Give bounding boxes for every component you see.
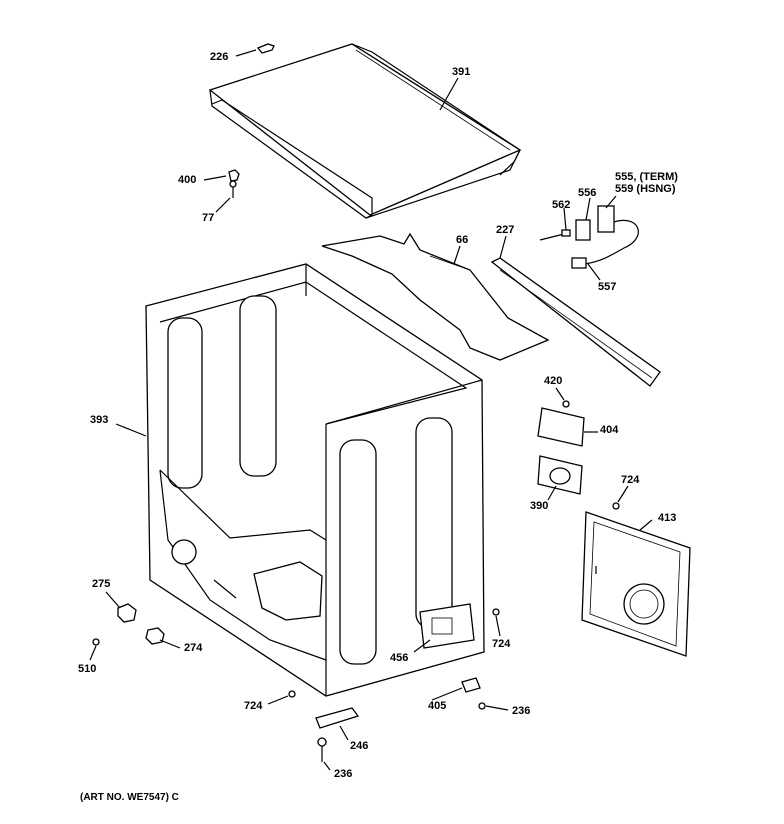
part-274-fitting <box>145 627 165 645</box>
part-562-terminal <box>539 229 571 241</box>
part-557-strain-relief <box>571 257 587 269</box>
part-420-screw <box>562 400 570 408</box>
part-275-fitting <box>117 603 137 623</box>
label-236-b: 236 <box>334 768 353 780</box>
label-227: 227 <box>496 224 515 236</box>
part-246-lever <box>315 707 360 729</box>
label-393: 393 <box>90 414 109 426</box>
part-66-bracket <box>321 232 550 361</box>
label-66: 66 <box>456 234 469 246</box>
label-562: 562 <box>552 199 571 211</box>
part-391-top-panel <box>208 43 522 219</box>
label-226: 226 <box>210 51 229 63</box>
part-236-screw-b <box>317 737 327 762</box>
part-555-559-terminal-housing <box>583 205 639 265</box>
part-413-front-panel <box>581 511 691 657</box>
label-456: 456 <box>390 652 409 664</box>
art-number: (ART NO. WE7547) C <box>80 792 179 803</box>
label-724-a: 724 <box>621 474 640 486</box>
label-559-hsng: 559 (HSNG) <box>615 183 676 195</box>
part-510-screw <box>92 638 100 646</box>
part-77-screw <box>229 180 237 198</box>
part-390-gasket <box>537 455 583 495</box>
label-510: 510 <box>78 663 97 675</box>
label-555-term: 555, (TERM) <box>615 171 678 183</box>
label-77: 77 <box>202 212 215 224</box>
label-246: 246 <box>350 740 369 752</box>
label-274: 274 <box>184 642 203 654</box>
label-420: 420 <box>544 375 563 387</box>
label-400: 400 <box>178 174 197 186</box>
part-456-bracket <box>419 603 475 649</box>
label-275: 275 <box>92 578 111 590</box>
part-405-bracket <box>461 677 481 693</box>
leader-lines <box>89 49 653 771</box>
part-393-cabinet <box>145 263 485 697</box>
label-236-a: 236 <box>512 705 531 717</box>
label-557: 557 <box>598 281 617 293</box>
label-413: 413 <box>658 512 677 524</box>
part-226-clip <box>256 43 275 54</box>
part-404-cover <box>537 407 585 447</box>
label-724-c: 724 <box>244 700 263 712</box>
part-227-rail <box>490 257 661 387</box>
label-556: 556 <box>578 187 597 199</box>
label-405: 405 <box>428 700 447 712</box>
label-390: 390 <box>530 500 549 512</box>
part-400-clip <box>228 169 240 182</box>
label-404: 404 <box>600 424 619 436</box>
part-724-screw-b <box>492 608 500 616</box>
label-391: 391 <box>452 66 471 78</box>
part-724-screw-a <box>612 502 620 510</box>
label-724-b: 724 <box>492 638 511 650</box>
part-556-block <box>575 219 591 241</box>
part-724-screw-c <box>288 690 296 698</box>
part-236-screw-a <box>478 702 486 710</box>
